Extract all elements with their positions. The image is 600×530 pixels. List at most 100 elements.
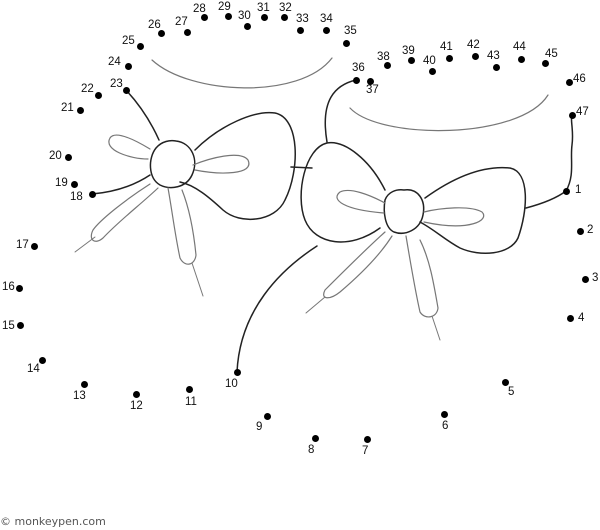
dot-number: 12	[130, 400, 143, 412]
puzzle-dot	[383, 61, 391, 69]
dot-number: 18	[70, 191, 83, 203]
puzzle-dot	[407, 56, 415, 64]
puzzle-dot	[581, 275, 589, 283]
puzzle-dot	[280, 13, 288, 21]
dot-number: 40	[423, 55, 436, 67]
dot-number: 9	[256, 421, 263, 433]
puzzle-dot	[136, 42, 144, 50]
puzzle-dot	[260, 13, 268, 21]
puzzle-dot	[94, 91, 102, 99]
dot-number: 10	[225, 378, 238, 390]
dot-number: 14	[27, 363, 40, 375]
puzzle-dot	[342, 39, 350, 47]
bows-connector	[290, 166, 313, 169]
puzzle-dot	[568, 111, 576, 119]
copyright-text: © monkeypen.com	[0, 515, 106, 528]
puzzle-dot	[76, 106, 84, 114]
puzzle-dot	[157, 29, 165, 37]
dot-number: 21	[61, 102, 74, 114]
dot-number: 6	[442, 420, 449, 432]
left-shoe-heel-curve	[151, 57, 333, 89]
dot-number: 20	[49, 150, 62, 162]
dot-number: 16	[2, 281, 15, 293]
puzzle-dot	[122, 86, 130, 94]
puzzle-dot	[124, 62, 132, 70]
dot-number: 25	[122, 35, 135, 47]
dot-number: 11	[185, 396, 197, 408]
dot-number: 36	[352, 62, 365, 74]
dot-number: 31	[257, 2, 270, 14]
puzzle-dot	[576, 227, 584, 235]
dot-number: 47	[576, 106, 589, 118]
dot-number: 27	[175, 16, 188, 28]
dot-number: 44	[513, 41, 526, 53]
dot-number: 45	[545, 48, 558, 60]
puzzle-dot	[562, 187, 570, 195]
dot-number: 2	[587, 224, 594, 236]
dot-number: 29	[218, 1, 231, 13]
puzzle-dot	[38, 356, 46, 364]
puzzle-dot	[440, 410, 448, 418]
dot-number: 23	[110, 78, 123, 90]
puzzle-dot	[183, 28, 191, 36]
puzzle-dot	[70, 180, 78, 188]
puzzle-dot	[16, 321, 24, 329]
dot-number: 30	[238, 10, 251, 22]
right-shoe-heel-curve	[349, 94, 549, 132]
puzzle-dot	[80, 380, 88, 388]
puzzle-dot	[352, 76, 360, 84]
dot-number: 46	[573, 73, 586, 85]
dot-number: 1	[575, 184, 582, 196]
dot-number: 4	[578, 312, 585, 324]
puzzle-dot	[263, 412, 271, 420]
puzzle-dot	[243, 22, 251, 30]
puzzle-dot	[311, 434, 319, 442]
dot-number: 43	[487, 50, 500, 62]
puzzle-dot	[224, 12, 232, 20]
puzzle-dot	[64, 153, 72, 161]
dot-number: 26	[148, 19, 161, 31]
puzzle-dot	[471, 52, 479, 60]
puzzle-dot	[233, 368, 241, 376]
puzzle-dot	[366, 77, 374, 85]
dot-number: 19	[55, 177, 68, 189]
right-bow	[236, 79, 574, 373]
dot-number: 8	[308, 444, 315, 456]
puzzle-dot	[566, 314, 574, 322]
dot-number: 24	[108, 56, 121, 68]
puzzle-dot	[296, 26, 304, 34]
dot-number: 15	[2, 320, 15, 332]
puzzle-dot	[428, 67, 436, 75]
dot-number: 3	[592, 272, 599, 284]
puzzle-dot	[501, 378, 509, 386]
puzzle-dot	[363, 435, 371, 443]
puzzle-dot	[322, 26, 330, 34]
puzzle-dot	[132, 390, 140, 398]
puzzle-dot	[517, 55, 525, 63]
dot-number: 37	[366, 84, 379, 96]
puzzle-dot	[565, 78, 573, 86]
left-bow	[74, 89, 296, 297]
dot-number: 28	[193, 3, 206, 15]
dot-number: 7	[362, 445, 369, 457]
dot-number: 39	[402, 45, 415, 57]
dot-number: 38	[377, 51, 390, 63]
dot-number: 42	[467, 39, 480, 51]
puzzle-dot	[185, 385, 193, 393]
dot-number: 5	[508, 386, 515, 398]
dot-number: 22	[81, 83, 94, 95]
puzzle-dot	[30, 242, 38, 250]
dot-number: 35	[344, 25, 357, 37]
puzzle-dot	[445, 54, 453, 62]
puzzle-dot	[541, 59, 549, 67]
dot-number: 41	[440, 41, 453, 53]
puzzle-dot	[88, 190, 96, 198]
dot-number: 13	[73, 390, 86, 402]
dot-number: 32	[279, 2, 292, 14]
puzzle-dot	[200, 13, 208, 21]
dot-number: 33	[296, 13, 309, 25]
puzzle-dot	[15, 284, 23, 292]
puzzle-dot	[492, 63, 500, 71]
